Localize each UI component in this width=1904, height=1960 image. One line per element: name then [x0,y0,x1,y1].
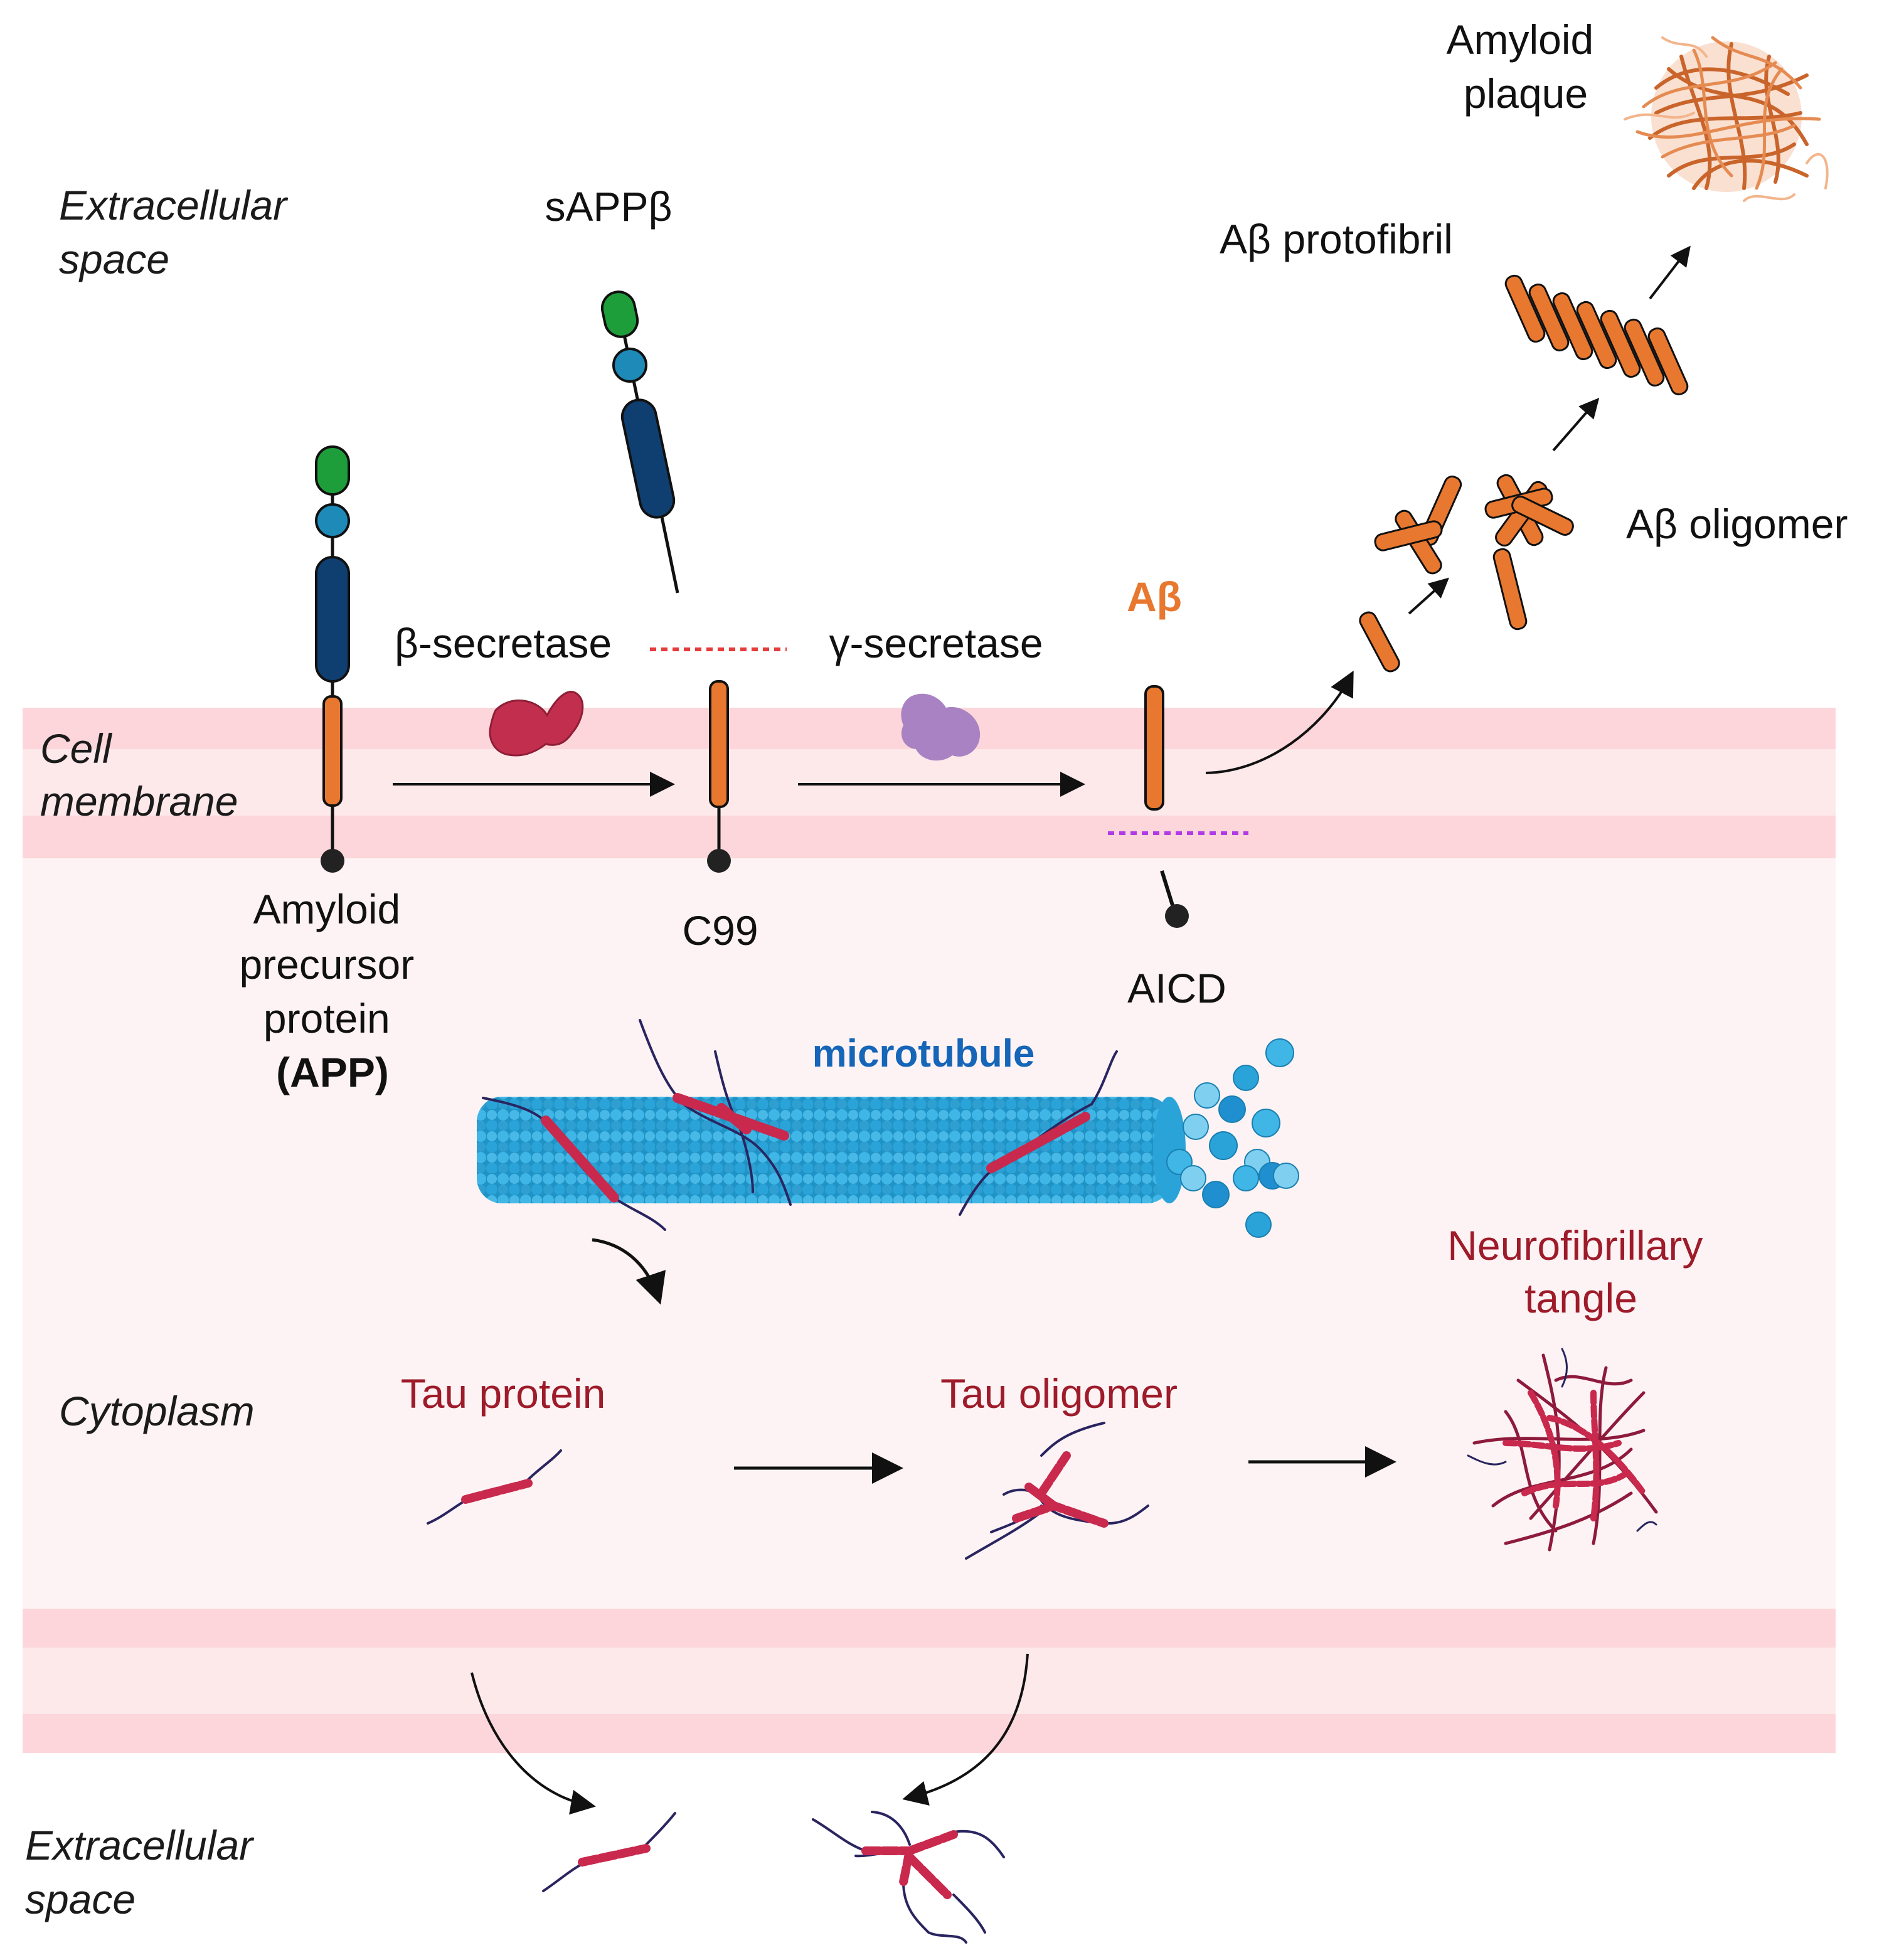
sappb-label: sAPPβ [545,183,672,230]
arrow-abeta-release [1205,670,1354,774]
cytoplasm-area [23,858,1836,1609]
aicd-label: AICD [1127,965,1226,1011]
beta-secretase-label: β-secretase [395,620,612,666]
tau-extracellular-monomer [542,1812,676,1892]
region-extracellular-bottom: Extracellular space [25,1822,264,1922]
abeta-monomer [1359,611,1400,673]
beta-secretase-enzyme [489,691,584,757]
tau-on-microtubule [482,1019,1118,1231]
c99-fragment [707,680,731,873]
c99-label: C99 [682,907,758,954]
arrow-protofibril-to-plaque [1649,245,1691,300]
abeta-peptide [1144,685,1164,811]
microtubule [477,1097,1186,1203]
gamma-secretase-label: γ-secretase [829,620,1043,666]
arrow-oligomer-to-protofibril [1552,397,1600,452]
aicd-fragment [1160,870,1189,928]
neurofibrillary-tangle [1467,1348,1658,1552]
sappb-fragment [600,290,679,594]
tau-oligomer-label: Tau oligomer [940,1370,1178,1417]
tau-protein-label: Tau protein [401,1370,606,1417]
cell-membrane-bottom [23,1609,1836,1753]
abeta-label: Aβ [1127,573,1182,620]
tau-extracellular-oligomer [812,1811,1005,1944]
region-cell-membrane: Cell membrane [40,725,238,824]
app-protein [315,445,350,873]
nft-label: Neurofibrillary tangle [1447,1222,1714,1321]
tau-protein-monomer [427,1449,562,1525]
ab-oligomer-label: Aβ oligomer [1626,501,1848,547]
amyloid-plaque [1624,36,1829,202]
region-extracellular-top: Extracellular space [59,182,298,282]
abeta-oligomers [1374,474,1574,631]
arrow-tau-secretion-right [902,1653,1029,1806]
microtubule-label: microtubule [812,1032,1035,1075]
region-cytoplasm: Cytoplasm [59,1388,255,1434]
arrow-monomer-to-oligomer [1408,577,1449,615]
ab-protofibril-label: Aβ protofibril [1220,216,1453,262]
gamma-secretase-enzyme [901,693,981,761]
abeta-protofibril [1504,274,1689,396]
arrow-tau-release [592,1238,666,1305]
tubulin-dimers [1166,1038,1299,1238]
amyloid-plaque-label: Amyloid plaque [1446,16,1605,117]
tau-oligomer [965,1422,1149,1560]
arrow-tau-secretion-left [471,1672,596,1815]
app-label: Amyloid precursor protein (APP) [239,886,425,1095]
